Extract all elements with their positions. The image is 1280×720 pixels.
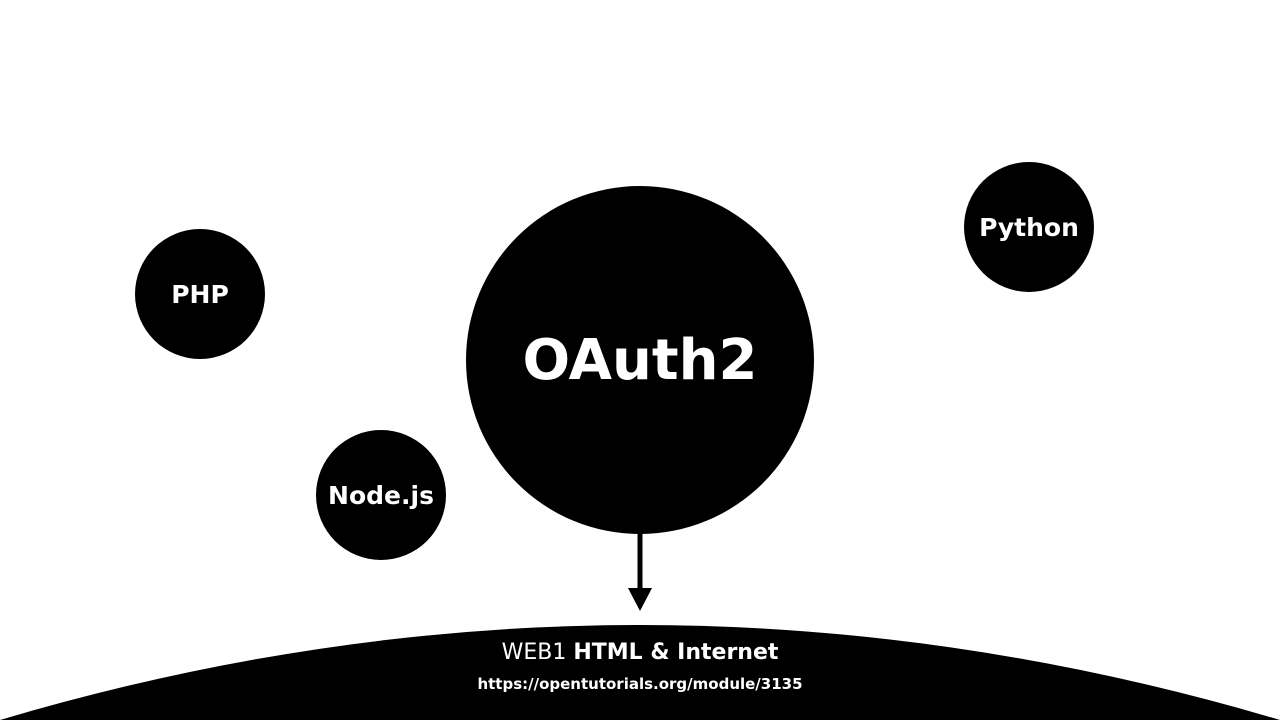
- node-python-label: Python: [979, 212, 1079, 242]
- footer-course: HTML & Internet: [573, 640, 779, 665]
- node-oauth2-label: OAuth2: [522, 327, 758, 393]
- arrow-head-icon: [628, 588, 652, 611]
- node-php: PHP: [135, 229, 265, 359]
- node-python: Python: [964, 162, 1094, 292]
- footer-url[interactable]: https://opentutorials.org/module/3135: [477, 675, 803, 693]
- node-nodejs-label: Node.js: [328, 480, 434, 510]
- footer-title: WEB1 HTML & Internet: [0, 640, 1280, 665]
- footer-series: WEB1: [501, 640, 567, 665]
- node-oauth2: OAuth2: [466, 186, 814, 534]
- planet-dome: [0, 625, 1280, 720]
- node-php-label: PHP: [171, 279, 229, 309]
- node-nodejs: Node.js: [316, 430, 446, 560]
